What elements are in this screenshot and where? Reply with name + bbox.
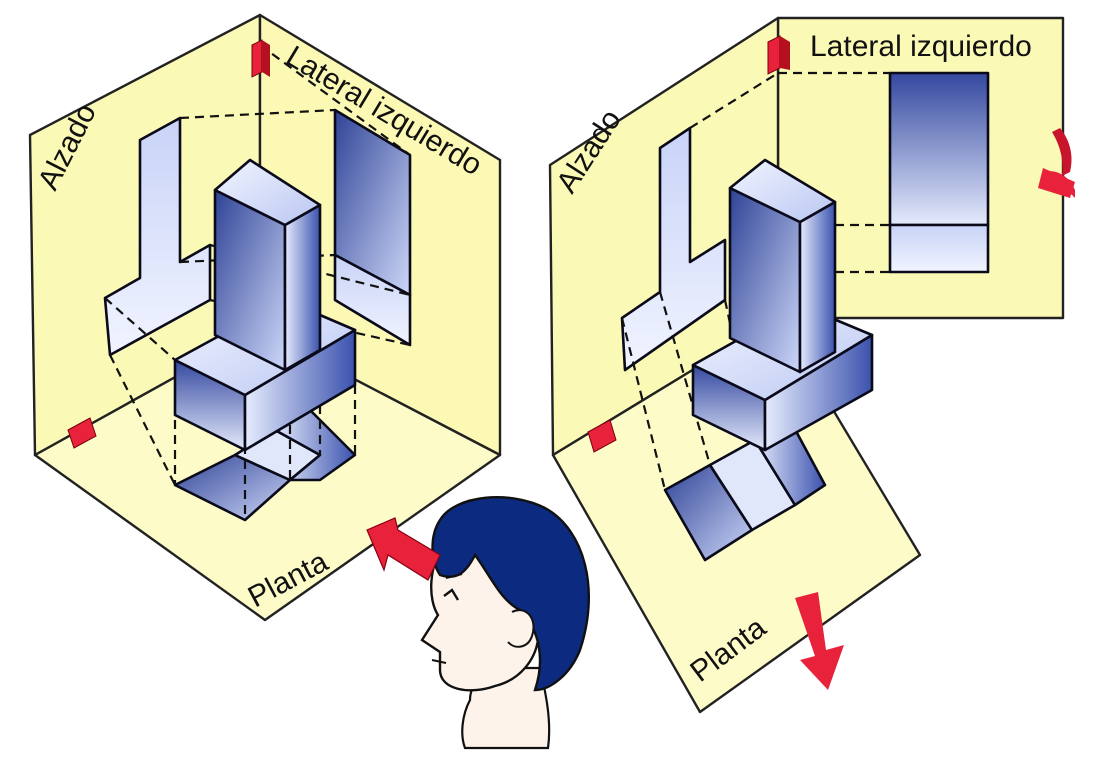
rotate-arrow-icon bbox=[1038, 128, 1075, 198]
side-view-bottom bbox=[888, 223, 990, 274]
red-marker-icon bbox=[767, 35, 790, 75]
side-view-top bbox=[888, 71, 990, 227]
side-view-bottom bbox=[333, 253, 412, 347]
down-arrow-icon bbox=[795, 592, 844, 690]
red-arrow-icon bbox=[366, 517, 441, 581]
red-marker-icon bbox=[251, 39, 270, 78]
left-projection-box: Alzado Lateral izquierdo Planta bbox=[28, 13, 502, 622]
red-marker-icon bbox=[67, 417, 97, 449]
side-label: Lateral izquierdo bbox=[810, 30, 1032, 63]
right-projection-unfolded: Alzado Lateral izquierdo Planta bbox=[548, 16, 1075, 714]
solid-object bbox=[173, 158, 357, 452]
person-head-icon bbox=[420, 496, 591, 750]
red-marker-icon bbox=[587, 419, 617, 453]
solid-object bbox=[691, 158, 874, 452]
